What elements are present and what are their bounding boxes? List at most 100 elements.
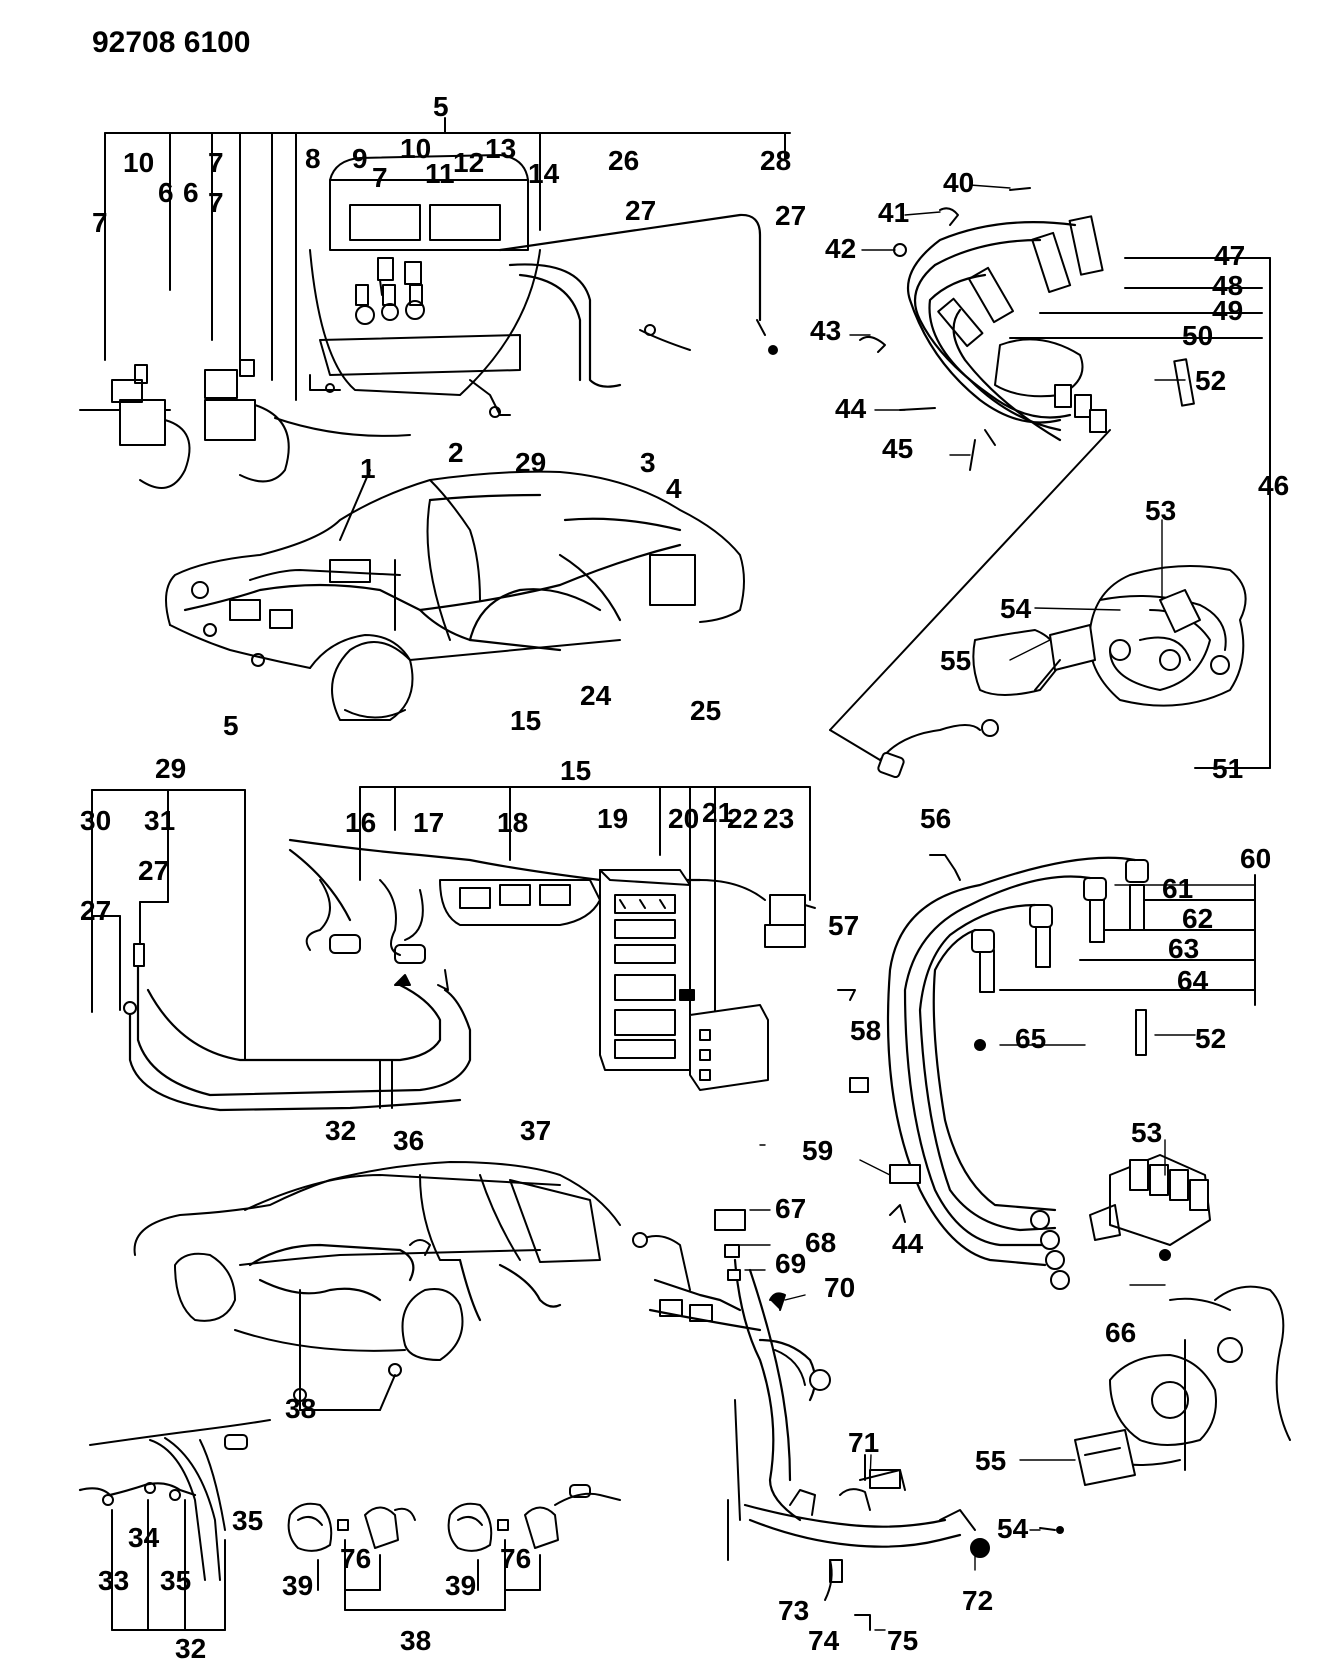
callout-label: 71 <box>848 1427 879 1458</box>
callout-label: 75 <box>887 1625 918 1656</box>
callout-label: 27 <box>775 200 806 231</box>
reference-number: 92708 6100 <box>92 26 251 59</box>
callout-label: 45 <box>882 433 913 464</box>
coil-pack-ignition-assembly <box>837 854 1291 1534</box>
callout-label: 13 <box>485 133 516 164</box>
callout-label: 32 <box>175 1633 206 1664</box>
callout-label: 44 <box>835 393 867 424</box>
callout-label: 55 <box>940 645 971 676</box>
callout-label: 20 <box>668 803 699 834</box>
callout-label: 68 <box>805 1227 836 1258</box>
callout-label: 6 <box>158 177 174 208</box>
reference-number-block: 92708 6100 <box>92 26 251 59</box>
callout-label: 6 <box>183 177 199 208</box>
engine-relay-box-assembly <box>79 117 791 489</box>
callout-label: 39 <box>445 1570 476 1601</box>
callout-label: 8 <box>305 143 321 174</box>
callout-label: 37 <box>520 1115 551 1146</box>
callout-label: 44 <box>892 1228 924 1259</box>
callout-label: 51 <box>1212 753 1243 784</box>
callout-label: 15 <box>560 755 591 786</box>
callout-label: 38 <box>285 1393 316 1424</box>
trunk-harness-assembly <box>78 1419 271 1631</box>
callout-label: 26 <box>608 145 639 176</box>
callout-label: 18 <box>497 807 528 838</box>
callout-label: 72 <box>962 1585 993 1616</box>
callout-label: 7 <box>372 162 388 193</box>
callout-label: 30 <box>80 805 111 836</box>
callout-label: 46 <box>1258 470 1289 501</box>
callout-label: 32 <box>325 1115 356 1146</box>
callout-label: 33 <box>98 1565 129 1596</box>
callout-label: 53 <box>1145 495 1176 526</box>
callout-label: 21 <box>702 797 733 828</box>
callout-label: 5 <box>433 91 449 122</box>
callout-label: 61 <box>1162 873 1193 904</box>
callout-label: 15 <box>510 705 541 736</box>
callout-label: 7 <box>208 187 224 218</box>
callout-label: 7 <box>208 147 224 178</box>
callout-label: 41 <box>878 197 909 228</box>
callout-label: 10 <box>400 133 431 164</box>
callout-label: 1 <box>360 453 376 484</box>
callout-label: 54 <box>1000 593 1032 624</box>
door-harness-assembly <box>91 789 472 1112</box>
callout-label: 57 <box>828 910 859 941</box>
callout-label: 2 <box>448 437 464 468</box>
callout-label: 49 <box>1212 295 1243 326</box>
callout-label: 53 <box>1131 1117 1162 1148</box>
callout-label: 14 <box>528 158 560 189</box>
callout-label: 27 <box>138 855 169 886</box>
callout-label: 5 <box>223 710 239 741</box>
callout-label: 42 <box>825 233 856 264</box>
callout-label: 29 <box>155 753 186 784</box>
ignition-wires-distributor <box>829 187 1271 779</box>
leader-lines <box>739 184 1256 1631</box>
callout-label: 34 <box>128 1522 160 1553</box>
callout-label: 17 <box>413 807 444 838</box>
callout-label: 52 <box>1195 1023 1226 1054</box>
callout-label: 40 <box>943 167 974 198</box>
callout-label: 67 <box>775 1193 806 1224</box>
callout-label: 28 <box>760 145 791 176</box>
callout-label: 76 <box>340 1543 371 1574</box>
rear-lamp-socket-assembly <box>287 1484 621 1611</box>
callout-label: 3 <box>640 447 656 478</box>
car-rear-view-harness <box>133 1161 621 1411</box>
callout-label: 73 <box>778 1595 809 1626</box>
callout-label: 16 <box>345 807 376 838</box>
callout-label: 74 <box>808 1625 840 1656</box>
callout-label: 31 <box>144 805 175 836</box>
callout-label: 35 <box>160 1565 191 1596</box>
callout-label: 70 <box>824 1272 855 1303</box>
callout-label: 27 <box>80 895 111 926</box>
callout-label: 7 <box>92 207 108 238</box>
callout-label: 35 <box>232 1505 263 1536</box>
callout-label: 58 <box>850 1015 881 1046</box>
callout-label: 55 <box>975 1445 1006 1476</box>
callout-label: 19 <box>597 803 628 834</box>
car-front-view-harness <box>165 469 745 721</box>
callout-label: 50 <box>1182 320 1213 351</box>
callout-label: 52 <box>1195 365 1226 396</box>
callout-label: 47 <box>1214 240 1245 271</box>
callout-label: 36 <box>393 1125 424 1156</box>
callout-label: 76 <box>500 1543 531 1574</box>
callout-label: 56 <box>920 803 951 834</box>
instrument-panel-harness <box>288 786 816 1091</box>
callout-label: 29 <box>515 447 546 478</box>
callout-label: 60 <box>1240 843 1271 874</box>
callout-label: 25 <box>690 695 721 726</box>
callout-label: 12 <box>453 147 484 178</box>
callout-label: 62 <box>1182 903 1213 934</box>
callout-label: 59 <box>802 1135 833 1166</box>
callout-label: 39 <box>282 1570 313 1601</box>
callout-label: 63 <box>1168 933 1199 964</box>
callout-label: 11 <box>425 158 455 189</box>
callout-label: 22 <box>727 803 758 834</box>
callout-label: 43 <box>810 315 841 346</box>
callout-label: 38 <box>400 1625 431 1656</box>
callout-label: 23 <box>763 803 794 834</box>
callout-label: 69 <box>775 1248 806 1279</box>
